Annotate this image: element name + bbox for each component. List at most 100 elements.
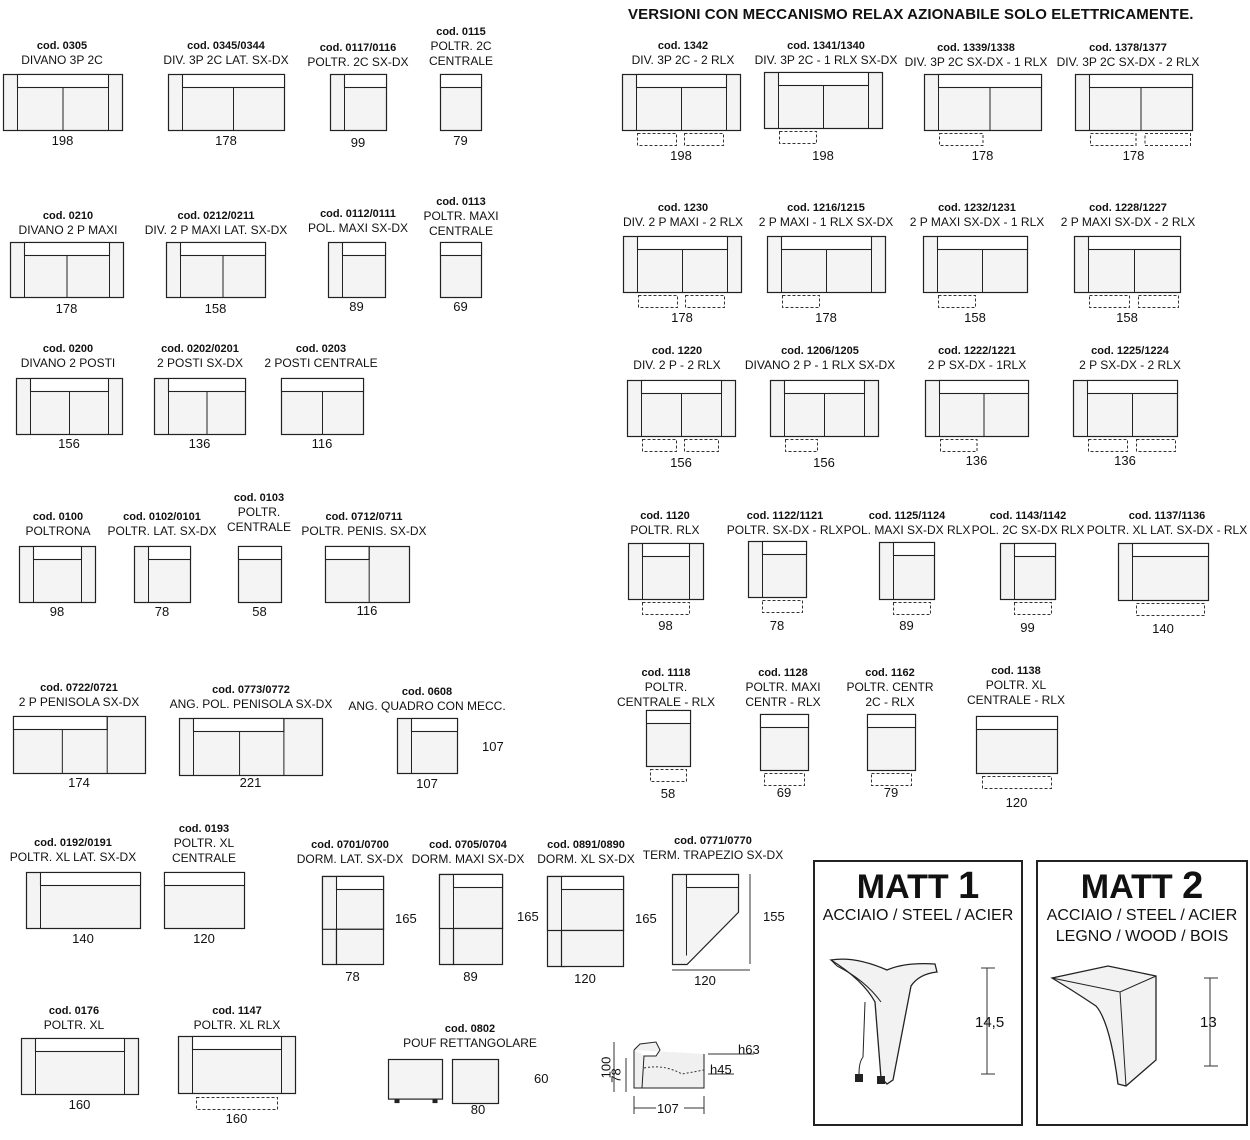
module-width: 158 (204, 301, 227, 316)
module-code: cod. 0203 (295, 343, 347, 355)
module-name: POLTR. 2C (430, 39, 492, 53)
module-code: cod. 0176 (48, 1005, 100, 1017)
module-plan-icon (2, 73, 124, 132)
module-depth: 165 (395, 911, 417, 926)
module-width: 79 (883, 785, 899, 800)
module-plan-icon (546, 875, 625, 968)
module-plan-icon (20, 1037, 140, 1096)
module-name: POLTR. CENTR (846, 680, 934, 694)
side-view-profile (613, 1041, 754, 1114)
module-plan-icon (178, 717, 324, 777)
module-code: cod. 0773/0772 (212, 684, 290, 696)
module-plan-icon (438, 873, 504, 966)
module-width: 178 (55, 301, 78, 316)
module-depth: 155 (763, 909, 785, 924)
module-width: 178 (815, 310, 837, 325)
module-name: POLTR. RLX (630, 523, 700, 537)
module-width: 107 (416, 776, 438, 791)
module-name: DIVANO 2 P MAXI (18, 223, 118, 237)
module-code: cod. 1216/1215 (787, 202, 865, 214)
module-name: ANG. QUADRO CON MECC. (348, 699, 506, 713)
module-name: POLTR. PENIS. SX-DX (301, 524, 427, 538)
module-name-line2: CENTRALE (428, 224, 493, 238)
module-code: cod. 0103 (233, 492, 285, 504)
module-width: 58 (660, 786, 676, 801)
module-plan-icon (626, 379, 737, 452)
module-name-line2: CENTRALE - RLX (616, 695, 716, 709)
module-width: 58 (252, 604, 267, 619)
module-plan-icon (163, 871, 246, 930)
module-plan-icon (15, 377, 124, 436)
module-width: 80 (470, 1102, 486, 1117)
module-name: DIV. 2 P - 2 RLX (633, 358, 721, 372)
module-width: 158 (964, 310, 986, 325)
module-plan-icon (387, 1058, 500, 1105)
foot-title-word: MATT (1080, 868, 1173, 906)
module-width: 140 (1152, 621, 1174, 636)
module-code: cod. 1147 (212, 1005, 262, 1017)
module-width: 136 (188, 436, 211, 451)
module-name: 2 POSTI CENTRALE (264, 356, 378, 370)
module-name: POUF RETTANGOLARE (403, 1036, 537, 1050)
module-name: DIV. 2 P MAXI - 2 RLX (622, 215, 744, 229)
module-code: cod. 1206/1205 (781, 345, 859, 357)
foot-height: 14,5 (975, 1014, 1005, 1031)
module-plan-icon (999, 542, 1057, 615)
foot-height: 13 (1200, 1014, 1217, 1031)
module-code: cod. 1118 (641, 667, 691, 679)
module-name: POLTR. MAXI (423, 209, 499, 223)
module-name: POLTR. XL (43, 1018, 105, 1032)
module-plan-icon (280, 377, 365, 436)
module-code: cod. 0712/0711 (325, 511, 403, 523)
module-name: POLTR. (237, 505, 281, 519)
module-depth: 60 (534, 1071, 549, 1086)
module-plan-icon (1074, 73, 1194, 146)
module-width: 198 (812, 148, 834, 163)
foot-material: ACCIAIO / STEEL / ACIER (822, 907, 1014, 924)
module-plan-icon (153, 377, 247, 436)
module-code: cod. 0100 (32, 511, 84, 523)
module-name-line2: CENTRALE (226, 520, 291, 534)
module-code: cod. 1342 (657, 40, 709, 52)
module-plan-icon (766, 235, 887, 308)
module-name: 2 P MAXI - 1 RLX SX-DX (758, 215, 894, 229)
module-code: cod. 0112/0111 (320, 208, 396, 220)
module-width: 136 (965, 453, 988, 468)
module-code: cod. 1138 (991, 665, 1041, 677)
module-plan-icon (763, 71, 884, 144)
module-width: 78 (769, 618, 785, 633)
module-depth: 165 (517, 909, 539, 924)
module-plan-icon (769, 379, 880, 452)
module-name: POLTR. XL (173, 836, 235, 850)
module-code: cod. 1137/1136 (1128, 510, 1206, 522)
module-name: DORM. XL SX-DX (537, 852, 635, 866)
module-plan-icon (439, 241, 483, 299)
module-width: 158 (1116, 310, 1138, 325)
module-depth: 107 (482, 739, 504, 754)
module-code: cod. 1125/1124 (868, 510, 946, 522)
relax-section-heading: VERSIONI CON MECCANISMO RELAX AZIONABILE… (628, 6, 1194, 23)
module-width: 89 (349, 299, 364, 314)
module-width: 136 (1114, 453, 1136, 468)
module-name: DIV. 3P 2C SX-DX - 2 RLX (1056, 55, 1200, 69)
module-width: 69 (776, 785, 792, 800)
module-plan-icon (133, 545, 192, 604)
module-plan-icon (671, 873, 740, 966)
module-width: 79 (453, 133, 468, 148)
depth-label: 107 (657, 1101, 679, 1116)
seat-height-label: h45 (710, 1062, 732, 1077)
module-name: POL. MAXI SX-DX (307, 221, 409, 235)
module-width: 69 (453, 299, 468, 314)
module-width: 156 (670, 455, 692, 470)
module-width: 120 (193, 931, 215, 946)
module-name: DORM. MAXI SX-DX (411, 852, 525, 866)
module-width: 99 (1020, 620, 1035, 635)
module-plan-icon (621, 73, 742, 146)
module-width: 120 (574, 971, 596, 986)
module-name: TERM. TRAPEZIO SX-DX (642, 848, 784, 862)
module-name-line2: CENTRALE (428, 54, 493, 68)
foot-drawing (829, 958, 995, 1085)
module-width: 98 (658, 618, 673, 633)
module-width: 120 (694, 973, 716, 988)
